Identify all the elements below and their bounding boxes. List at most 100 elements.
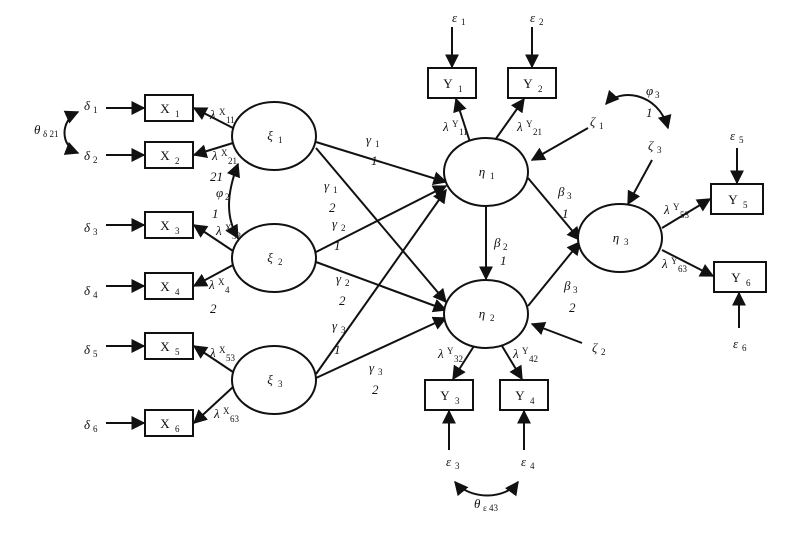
lx63-label: λ bbox=[213, 406, 220, 421]
ly53-subscript2: 53 bbox=[680, 210, 690, 220]
lx63-subscript2: 63 bbox=[230, 414, 240, 424]
y2-box bbox=[507, 67, 557, 99]
x1-label: X bbox=[160, 101, 170, 116]
d3-subscript: 3 bbox=[93, 227, 98, 237]
gamma21-arrow bbox=[315, 185, 448, 253]
xi3-label: ξ bbox=[267, 372, 273, 387]
zeta2-arrow bbox=[530, 321, 583, 344]
xi3-ellipse bbox=[231, 345, 317, 415]
lx42b-label: 2 bbox=[210, 301, 217, 316]
phi3-label: φ bbox=[646, 83, 653, 98]
b21-label: β bbox=[493, 235, 501, 250]
eta1-to-y2-arrow bbox=[494, 97, 525, 141]
ly11-subscript2: 11 bbox=[459, 127, 468, 137]
g31b-label: 1 bbox=[334, 342, 341, 357]
x2-label: X bbox=[160, 148, 170, 163]
e5-subscript: 5 bbox=[739, 135, 744, 145]
g32-label: γ bbox=[369, 360, 375, 375]
e2-subscript: 2 bbox=[539, 17, 544, 27]
e1-subscript: 1 bbox=[461, 17, 466, 27]
g21-label: γ bbox=[332, 216, 338, 231]
x4-box bbox=[144, 272, 194, 300]
xi2-ellipse bbox=[231, 223, 317, 293]
g32b-label: 2 bbox=[372, 382, 379, 397]
g12-label: γ bbox=[324, 178, 330, 193]
xi1-to-x1-arrow bbox=[192, 107, 234, 129]
x6-box bbox=[144, 409, 194, 437]
y6-box bbox=[713, 261, 767, 293]
y4-subscript: 4 bbox=[530, 396, 535, 406]
y2-label: Y bbox=[523, 76, 533, 91]
ly53-subscript: Y bbox=[673, 202, 680, 212]
lx63-subscript: X bbox=[223, 406, 230, 416]
g11-label: γ bbox=[366, 132, 372, 147]
x2-subscript: 2 bbox=[175, 156, 180, 166]
ly11-label: λ bbox=[442, 119, 449, 134]
lx53-subscript2: 53 bbox=[226, 353, 236, 363]
xi1-ellipse bbox=[231, 101, 317, 171]
phi2_21-label: 21 bbox=[210, 169, 223, 184]
e6-subscript: 6 bbox=[742, 343, 747, 353]
lx21-subscript2: 21 bbox=[228, 156, 237, 166]
d2-label: δ bbox=[84, 148, 91, 163]
eta3-subscript: 3 bbox=[624, 237, 629, 247]
d6-subscript: 6 bbox=[93, 424, 98, 434]
x3-label: X bbox=[160, 218, 170, 233]
xi2-to-x3-arrow bbox=[192, 224, 234, 252]
beta32-arrow bbox=[527, 240, 581, 307]
lx11-subscript2: 11 bbox=[226, 115, 235, 125]
x5-box bbox=[144, 332, 194, 360]
e3-label: ε bbox=[446, 454, 452, 469]
xi1-subscript: 1 bbox=[278, 135, 283, 145]
lx32-subscript: X bbox=[225, 223, 232, 233]
y5-label: Y bbox=[728, 192, 738, 207]
y3-box bbox=[424, 379, 474, 411]
e6-label: ε bbox=[733, 336, 739, 351]
y3-subscript: 3 bbox=[455, 396, 460, 406]
phi2-subscript: 2 bbox=[225, 192, 230, 202]
zeta2-subscript: 2 bbox=[601, 347, 606, 357]
zeta1-arrow bbox=[530, 127, 589, 161]
phi31-curve bbox=[605, 89, 672, 130]
y1-subscript: 1 bbox=[458, 84, 463, 94]
gamma12-arrow bbox=[315, 147, 447, 304]
eta1-ellipse bbox=[443, 137, 529, 207]
edges-layer bbox=[63, 27, 746, 497]
d1-label: δ bbox=[84, 98, 91, 113]
lx32-label: λ bbox=[215, 223, 222, 238]
lx21-label: λ bbox=[211, 148, 218, 163]
y1-box bbox=[427, 67, 477, 99]
g12b-label: 2 bbox=[329, 200, 336, 215]
x5-label: X bbox=[160, 339, 170, 354]
e1-label: ε bbox=[452, 10, 458, 25]
y5-box bbox=[710, 183, 764, 215]
lx42-subscript2: 4 bbox=[225, 285, 230, 295]
zeta1-label: ζ bbox=[590, 114, 596, 129]
ly21-subscript: Y bbox=[526, 119, 533, 129]
phi21-curve bbox=[225, 162, 240, 240]
eta2-to-y4-arrow bbox=[501, 345, 523, 381]
y1-label: Y bbox=[443, 76, 453, 91]
y2-subscript: 2 bbox=[538, 84, 543, 94]
phi3-subscript: 3 bbox=[655, 90, 660, 100]
g12-subscript: 1 bbox=[333, 185, 338, 195]
lx11-subscript: X bbox=[219, 107, 226, 117]
g11-subscript: 1 bbox=[375, 139, 380, 149]
d6-label: δ bbox=[84, 417, 91, 432]
x1-box bbox=[144, 94, 194, 122]
lx53-label: λ bbox=[209, 345, 216, 360]
lx11-label: λ bbox=[209, 107, 216, 122]
x3-subscript: 3 bbox=[175, 226, 180, 236]
g21b-label: 1 bbox=[334, 238, 341, 253]
x6-subscript: 6 bbox=[175, 424, 180, 434]
phi3_1-label: 1 bbox=[646, 105, 653, 120]
e5-label: ε bbox=[730, 128, 736, 143]
x6-label: X bbox=[160, 416, 170, 431]
ly63-label: λ bbox=[661, 256, 668, 271]
xi3-subscript: 3 bbox=[278, 379, 283, 389]
theta_d21-subscript: δ 21 bbox=[43, 129, 59, 139]
d3-label: δ bbox=[84, 220, 91, 235]
g22b-label: 2 bbox=[339, 293, 346, 308]
ly32-subscript: Y bbox=[447, 346, 454, 356]
